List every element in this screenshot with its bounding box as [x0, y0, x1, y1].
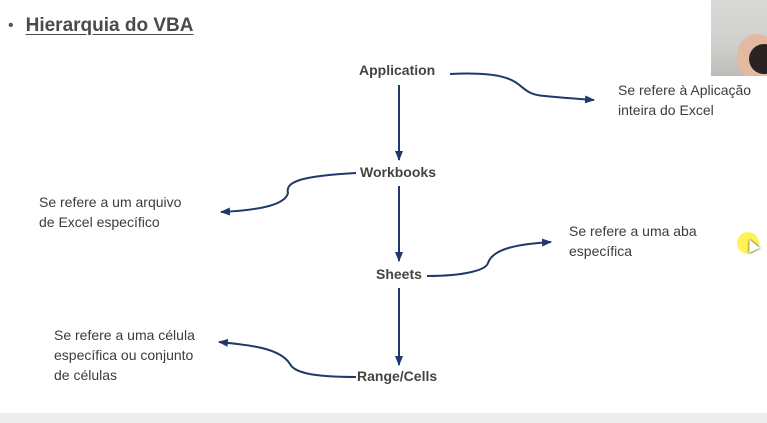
node-application: Application [359, 62, 436, 78]
description-application: Se refere à Aplicação inteira do Excel [618, 80, 751, 120]
description-range-cells: Se refere a uma célula específica ou con… [54, 325, 195, 385]
slide-title: Hierarquia do VBA [25, 15, 194, 36]
description-line: de Excel específico [39, 214, 160, 230]
connector-application-description [449, 72, 595, 104]
node-range-cells: Range/Cells [357, 368, 438, 384]
description-workbooks: Se refere a um arquivo de Excel específi… [39, 192, 181, 232]
connector-workbooks-description [220, 172, 357, 216]
connector-range-description [218, 338, 357, 378]
description-line: específica ou conjunto [54, 347, 194, 363]
presenter-hair [749, 44, 767, 74]
description-line: Se refere a uma célula [54, 327, 195, 343]
node-sheets: Sheets [376, 266, 422, 282]
title-row: • Hierarquia do VBA [8, 15, 193, 37]
description-line: Se refere à Aplicação [618, 82, 752, 98]
bottom-band [0, 413, 767, 423]
connector-sheets-description [426, 238, 552, 277]
node-workbooks: Workbooks [360, 164, 436, 180]
description-line: inteira do Excel [618, 102, 714, 118]
description-sheets: Se refere a uma aba específica [569, 221, 697, 261]
webcam-overlay [711, 0, 767, 76]
description-line: específica [569, 243, 633, 259]
description-line: de células [54, 367, 118, 383]
cursor-highlight [737, 232, 759, 254]
description-line: Se refere a uma aba [569, 223, 697, 239]
bullet-point: • [8, 17, 14, 34]
description-line: Se refere a um arquivo [39, 194, 182, 210]
